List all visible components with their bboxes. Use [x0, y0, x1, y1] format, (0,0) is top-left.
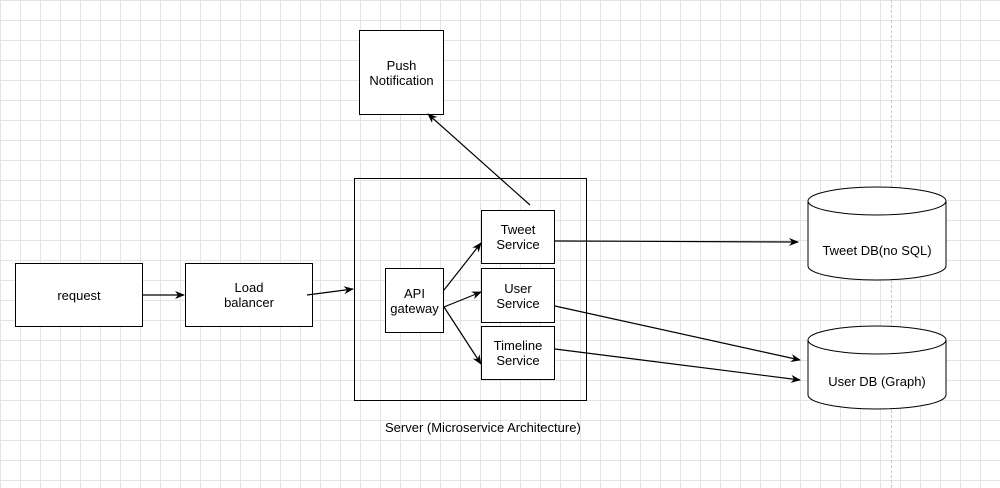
edge-user-service-to-user-db	[554, 305, 801, 362]
api-gateway-label: API gateway	[390, 285, 439, 316]
timeline-service-label: Timeline Service	[493, 338, 543, 368]
edge-gateway-to-tweet-service	[443, 242, 482, 291]
server-container[interactable]	[354, 178, 587, 401]
tweet-db-label: Tweet DB(no SQL)	[822, 242, 932, 258]
edge-tweet-service-to-tweet-db	[554, 237, 799, 246]
edge-gateway-to-timeline-service	[443, 306, 482, 365]
api-gateway-node[interactable]: API gateway	[385, 268, 444, 333]
user-service-node[interactable]: User Service	[481, 268, 555, 323]
edge-load-balancer-to-server	[306, 286, 354, 296]
push-notification-label: Push Notification	[369, 57, 434, 88]
request-node[interactable]: request	[15, 263, 143, 327]
request-label: request	[57, 287, 101, 303]
timeline-service-node[interactable]: Timeline Service	[481, 326, 555, 380]
tweet-db-node[interactable]	[807, 186, 947, 281]
user-db-node[interactable]	[807, 325, 947, 410]
user-db-label: User DB (Graph)	[828, 374, 926, 389]
load-balancer-node[interactable]: Load balancer	[185, 263, 313, 327]
user-service-label: User Service	[496, 280, 540, 311]
edge-gateway-to-user-service	[443, 291, 482, 308]
load-balancer-label: Load balancer	[224, 280, 274, 310]
edge-tweet-service-to-push-notification	[427, 113, 531, 206]
tweet-service-label: Tweet Service	[496, 222, 540, 252]
tweet-service-node[interactable]: Tweet Service	[481, 210, 555, 264]
server-caption: Server (Microservice Architecture)	[385, 420, 581, 435]
edge-timeline-service-to-user-db	[554, 348, 801, 383]
push-notification-node[interactable]: Push Notification	[359, 30, 444, 115]
